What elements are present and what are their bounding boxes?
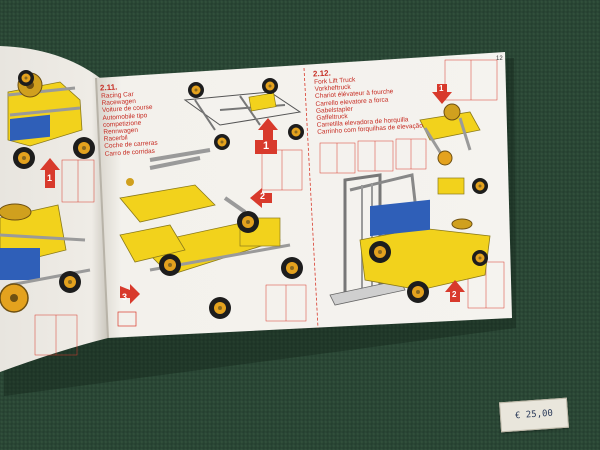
forklift-parts-tables-top <box>319 138 427 174</box>
model-2-11-number: 2.11. <box>99 82 118 93</box>
racing-car-top-diagram <box>183 78 304 150</box>
page-number: 12 <box>496 56 503 62</box>
forklift-parts-table-right <box>444 59 498 101</box>
left-page-top-model <box>7 70 95 169</box>
column-divider <box>303 67 319 329</box>
step-arrow-2-label: 2 <box>260 191 266 201</box>
step-arrow-left-1-label: 1 <box>47 173 53 183</box>
model-2-12-number: 2.12. <box>312 68 332 79</box>
step-arrow-2 <box>250 188 272 208</box>
forklift-main-diagram <box>329 173 491 306</box>
racing-car-bottom-diagram <box>119 211 303 319</box>
left-parts-table-1 <box>61 159 95 203</box>
forklift-subassembly-diagram <box>419 103 488 195</box>
step-arrow-forklift-2 <box>445 280 465 302</box>
racing-car-parts-table-2 <box>265 284 307 322</box>
left-parts-table-2 <box>34 314 78 356</box>
model-2-12-names: Fork Lift Truck Vorkheftruck Chariot élé… <box>314 73 423 137</box>
step-arrow-1-label: 1 <box>263 140 270 152</box>
step-arrow-forklift-1-label: 1 <box>439 84 444 93</box>
step-arrow-1 <box>255 118 278 154</box>
step-arrow-forklift-1 <box>432 84 452 104</box>
left-page-bottom-model <box>0 203 91 313</box>
price-sticker: € 25,00 <box>499 397 569 433</box>
racing-car-parts-table-1 <box>261 149 303 191</box>
step-arrow-left-1 <box>40 158 60 188</box>
step-arrow-3-label: 3 <box>122 292 128 302</box>
step-arrow-3 <box>117 284 140 327</box>
model-2-11-names: Racing Car Racewagen Voiture de course A… <box>101 90 158 158</box>
step-arrow-forklift-2-label: 2 <box>452 290 457 299</box>
racing-car-mid-diagram <box>119 148 247 223</box>
